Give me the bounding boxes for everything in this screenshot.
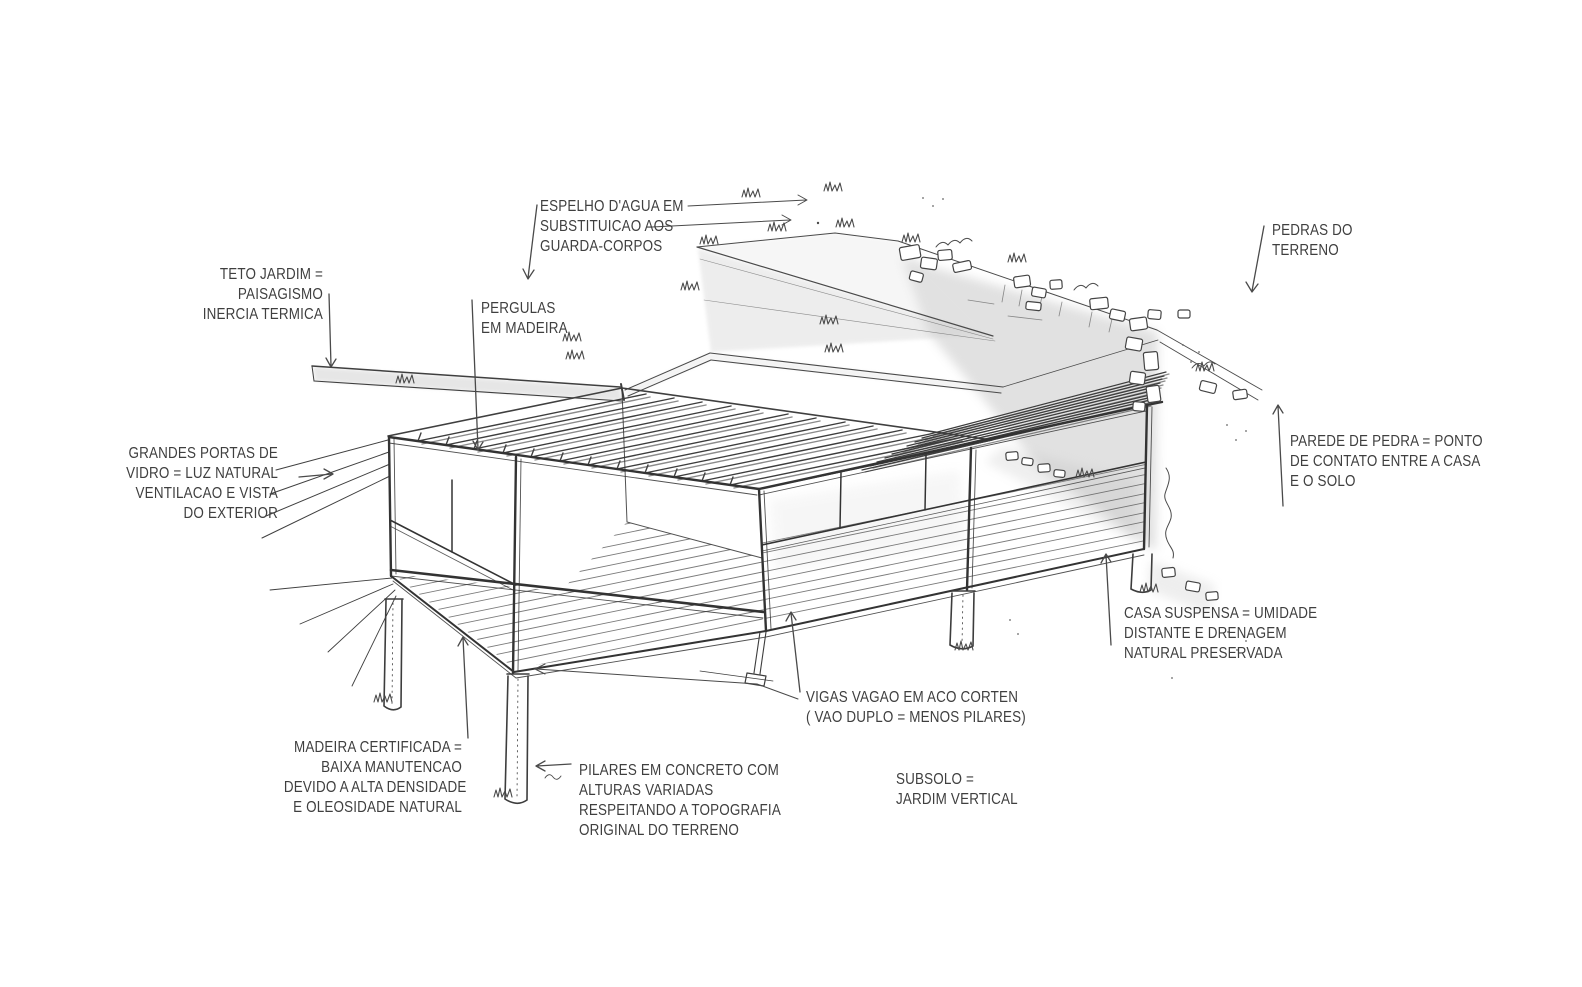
label-line: PAISAGISMO	[237, 286, 323, 303]
pencil-speckles	[922, 197, 1247, 679]
label-line: E OLEOSIDADE NATURAL	[293, 799, 462, 816]
label-line: ORIGINAL DO TERRENO	[579, 822, 740, 839]
label-pedras-do-terreno: PEDRAS DO TERRENO	[1272, 221, 1353, 261]
label-teto-jardim: TETO JARDIM = PAISAGISMO INERCIA TERMICA	[152, 265, 323, 325]
label-line: JARDIM VERTICAL	[896, 791, 1018, 808]
label-line: GRANDES PORTAS DE	[128, 445, 278, 462]
vegetation	[373, 181, 1216, 798]
label-parede-de-pedra: PAREDE DE PEDRA = PONTO DE CONTATO ENTRE…	[1290, 432, 1483, 492]
leader-arrows	[298, 204, 1284, 780]
glass-wall-lines	[261, 439, 397, 687]
label-line: E O SOLO	[1290, 473, 1356, 490]
label-line: SUBSOLO =	[896, 771, 975, 788]
arrow-vigas-a	[785, 611, 801, 693]
label-line: VIDRO = LUZ NATURAL	[126, 465, 278, 482]
label-line: CASA SUSPENSA = UMIDADE	[1124, 605, 1318, 622]
arrow-casa-suspensa	[1100, 553, 1112, 646]
label-line: DEVIDO A ALTA DENSIDADE	[283, 779, 467, 796]
label-line: RESPEITANDO A TOPOGRAFIA	[579, 802, 781, 819]
label-casa-suspensa: CASA SUSPENSA = UMIDADE DISTANTE E DRENA…	[1124, 604, 1317, 664]
steel-frame	[387, 389, 1164, 679]
label-grandes-portas: GRANDES PORTAS DE VIDRO = LUZ NATURAL VE…	[120, 444, 278, 524]
label-line: VIGAS VAGAO EM ACO CORTEN	[806, 689, 1019, 706]
label-line: PERGULAS	[481, 300, 556, 317]
pergola-slats-left	[387, 387, 993, 490]
label-line: DISTANTE E DRENAGEM	[1124, 625, 1287, 642]
label-line: GUARDA-CORPOS	[540, 238, 663, 255]
arrow-teto	[325, 293, 337, 368]
label-line: VENTILACAO E VISTA	[135, 485, 278, 502]
label-line: TETO JARDIM =	[219, 266, 323, 283]
label-pilares-concreto: PILARES EM CONCRETO COM ALTURAS VARIADAS…	[579, 761, 781, 841]
concrete-pillars	[383, 553, 1153, 805]
arrow-pilares	[535, 760, 572, 772]
label-line: PEDRAS DO	[1272, 222, 1353, 239]
label-line: MADEIRA CERTIFICADA =	[294, 739, 462, 756]
arrow-espelho	[522, 204, 538, 280]
arrow-pergulas	[471, 299, 484, 451]
arrow-madeira	[457, 636, 469, 739]
label-line: PILARES EM CONCRETO COM	[579, 762, 780, 779]
label-line: DO EXTERIOR	[183, 505, 278, 522]
arrow-grandes-portas	[298, 468, 334, 480]
label-line: ESPELHO D'AGUA EM	[540, 198, 684, 215]
label-line: EM MADEIRA	[481, 320, 568, 337]
stone-wall	[898, 244, 1248, 601]
label-madeira-certificada: MADEIRA CERTIFICADA = BAIXA MANUTENCAO D…	[283, 738, 467, 818]
label-line: PAREDE DE PEDRA = PONTO	[1290, 433, 1483, 450]
label-pergulas: PERGULAS EM MADEIRA	[481, 299, 568, 339]
label-subsolo: SUBSOLO = JARDIM VERTICAL	[896, 770, 1018, 810]
label-line: BAIXA MANUTENCAO	[321, 759, 462, 776]
label-line: SUBSTITUICAO AOS	[540, 218, 674, 235]
arrow-parede	[1272, 404, 1284, 507]
label-espelho-dagua: ESPELHO D'AGUA EM SUBSTITUICAO AOS GUARD…	[540, 197, 684, 257]
label-vigas-vagao: VIGAS VAGAO EM ACO CORTEN ( VAO DUPLO = …	[806, 688, 1026, 728]
label-line: ( VAO DUPLO = MENOS PILARES)	[806, 709, 1026, 726]
arrow-vigas-b	[534, 663, 799, 700]
label-line: ALTURAS VARIADAS	[579, 782, 714, 799]
label-line: TERRENO	[1272, 242, 1339, 259]
arrow-pedras	[1245, 225, 1265, 293]
label-line: INERCIA TERMICA	[202, 306, 323, 323]
label-line: NATURAL PRESERVADA	[1124, 645, 1283, 662]
label-line: DE CONTATO ENTRE A CASA	[1290, 453, 1481, 470]
